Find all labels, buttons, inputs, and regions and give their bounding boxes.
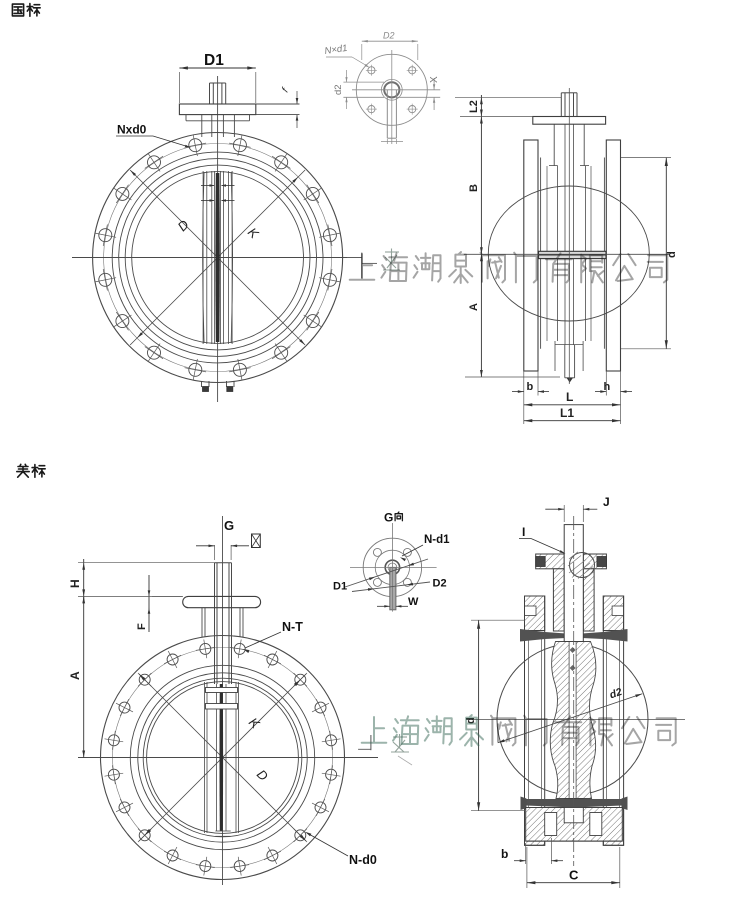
svg-text:N-d0: N-d0 [349,853,377,867]
svg-text:d: d [666,251,678,258]
svg-text:X: X [429,76,440,83]
svg-text:I: I [522,525,525,539]
svg-text:H: H [68,579,82,588]
svg-text:b: b [527,381,534,393]
svg-text:G: G [224,518,234,533]
svg-text:G: G [384,511,393,525]
svg-text:L1: L1 [560,406,574,420]
svg-text:C: C [569,868,579,883]
svg-text:N×d1: N×d1 [324,43,348,57]
svg-text:N-T: N-T [282,620,303,634]
svg-text:d: d [465,717,477,724]
svg-text:N-d1: N-d1 [424,534,450,546]
svg-text:F: F [136,623,148,630]
svg-text:d2: d2 [333,84,344,95]
svg-text:Nxd0: Nxd0 [117,123,147,137]
svg-text:D2: D2 [383,31,395,41]
svg-text:W: W [408,596,419,608]
svg-text:d2: d2 [608,686,624,701]
svg-text:D2: D2 [433,578,447,590]
svg-text:J: J [603,495,610,509]
svg-text:D1: D1 [333,581,347,593]
svg-text:h: h [604,381,611,393]
svg-text:D1: D1 [204,52,224,69]
svg-text:B: B [468,184,480,192]
svg-text:A: A [68,671,82,680]
svg-text:L2: L2 [468,100,480,113]
svg-text:A: A [468,303,480,311]
svg-text:L: L [566,390,573,404]
svg-text:b: b [501,847,508,861]
svg-text:f: f [280,86,292,95]
